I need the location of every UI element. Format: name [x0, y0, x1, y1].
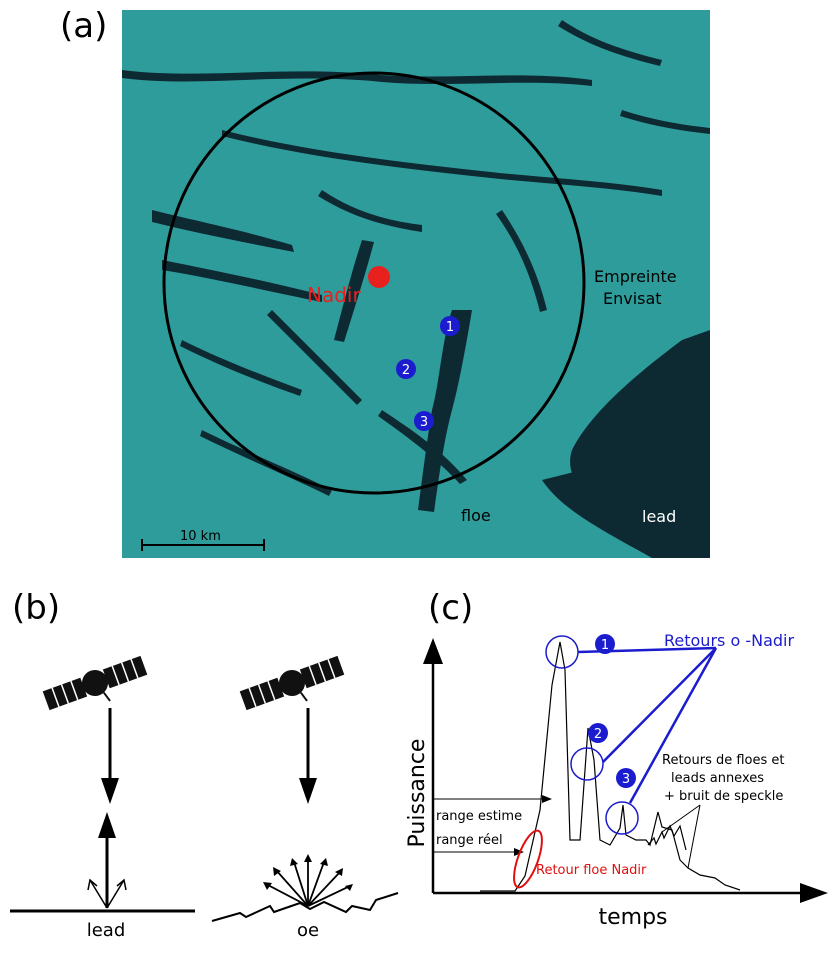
range-reel-label: range réel: [436, 833, 503, 848]
panel-b-label: (b): [12, 588, 61, 628]
marker-1: 1: [440, 316, 460, 336]
floe-nadir-ellipse: [513, 829, 543, 889]
scale-label: 10 km: [180, 529, 221, 544]
marker-3-label: 3: [420, 415, 428, 430]
sea-ice-map: Nadir 1 2 3 Empreinte Envisat floe lead …: [122, 10, 710, 558]
envisat-footprint-circle: [162, 71, 586, 495]
nadir-label: Nadir: [307, 283, 361, 307]
satellite-icon-right: [239, 655, 345, 711]
waveform-marker-3-label: 3: [622, 772, 630, 787]
retours-floes-line3: + bruit de speckle: [664, 789, 783, 804]
left-small-arrows: [87, 878, 127, 909]
retours-floes-line1: Retours de floes et: [662, 753, 785, 768]
waveform-marker-1: 1: [595, 634, 615, 654]
sea-ice-satellite-image: Nadir 1 2 3 Empreinte Envisat floe lead …: [122, 10, 710, 558]
satellite-icon-left: [42, 655, 148, 711]
range-estime-arrow-head: [542, 795, 552, 803]
reflection-diagram: lead oe: [10, 655, 399, 941]
y-axis-label: Puissance: [405, 739, 430, 848]
speckle-pointers: [661, 804, 701, 869]
left-up-arrow-head: [98, 812, 116, 838]
lead-label: lead: [642, 507, 676, 526]
waveform-marker-1-label: 1: [601, 638, 609, 653]
diffuse-arrow-heads: [263, 854, 353, 891]
marker-2: 2: [396, 359, 416, 379]
waveform-marker-2: 2: [588, 723, 608, 743]
footprint-label-line1: Empreinte: [594, 267, 677, 286]
panel-a-label: (a): [60, 6, 108, 46]
right-down-arrow-head: [299, 778, 317, 804]
retours-off-nadir-label: Retours o -Nadir: [664, 631, 794, 650]
nadir-point: [368, 266, 390, 288]
footprint-label-line2: Envisat: [603, 289, 662, 308]
x-axis-arrow: [800, 883, 828, 903]
leads-water: [122, 20, 710, 558]
rough-surface: [211, 892, 399, 922]
diffuse-arrows: [265, 858, 351, 907]
scale-bar: [141, 539, 265, 551]
range-estime-label: range estime: [436, 809, 522, 824]
peak-circle-3: [605, 801, 639, 835]
rough-surface-label: oe: [297, 920, 319, 941]
waveform-marker-2-label: 2: [594, 727, 602, 742]
y-axis-arrow: [423, 638, 443, 664]
waveform-marker-3: 3: [616, 768, 636, 788]
x-axis-label: temps: [598, 905, 667, 930]
retours-floes-line2: leads annexes: [671, 771, 764, 786]
retour-floe-nadir-label: Retour floe Nadir: [536, 863, 647, 878]
peak-circle-2: [570, 747, 604, 781]
panel-c-label: (c): [428, 588, 474, 628]
marker-2-label: 2: [402, 363, 410, 378]
waveform-diagram: Puissance temps range estime range réel …: [405, 631, 828, 930]
marker-1-label: 1: [446, 320, 454, 335]
marker-3: 3: [414, 411, 434, 431]
speckle-noise: [647, 824, 687, 851]
waveform-line: [480, 641, 741, 892]
lead-surface-label: lead: [87, 920, 126, 941]
left-down-arrow-head: [101, 778, 119, 804]
floe-label: floe: [461, 506, 491, 525]
